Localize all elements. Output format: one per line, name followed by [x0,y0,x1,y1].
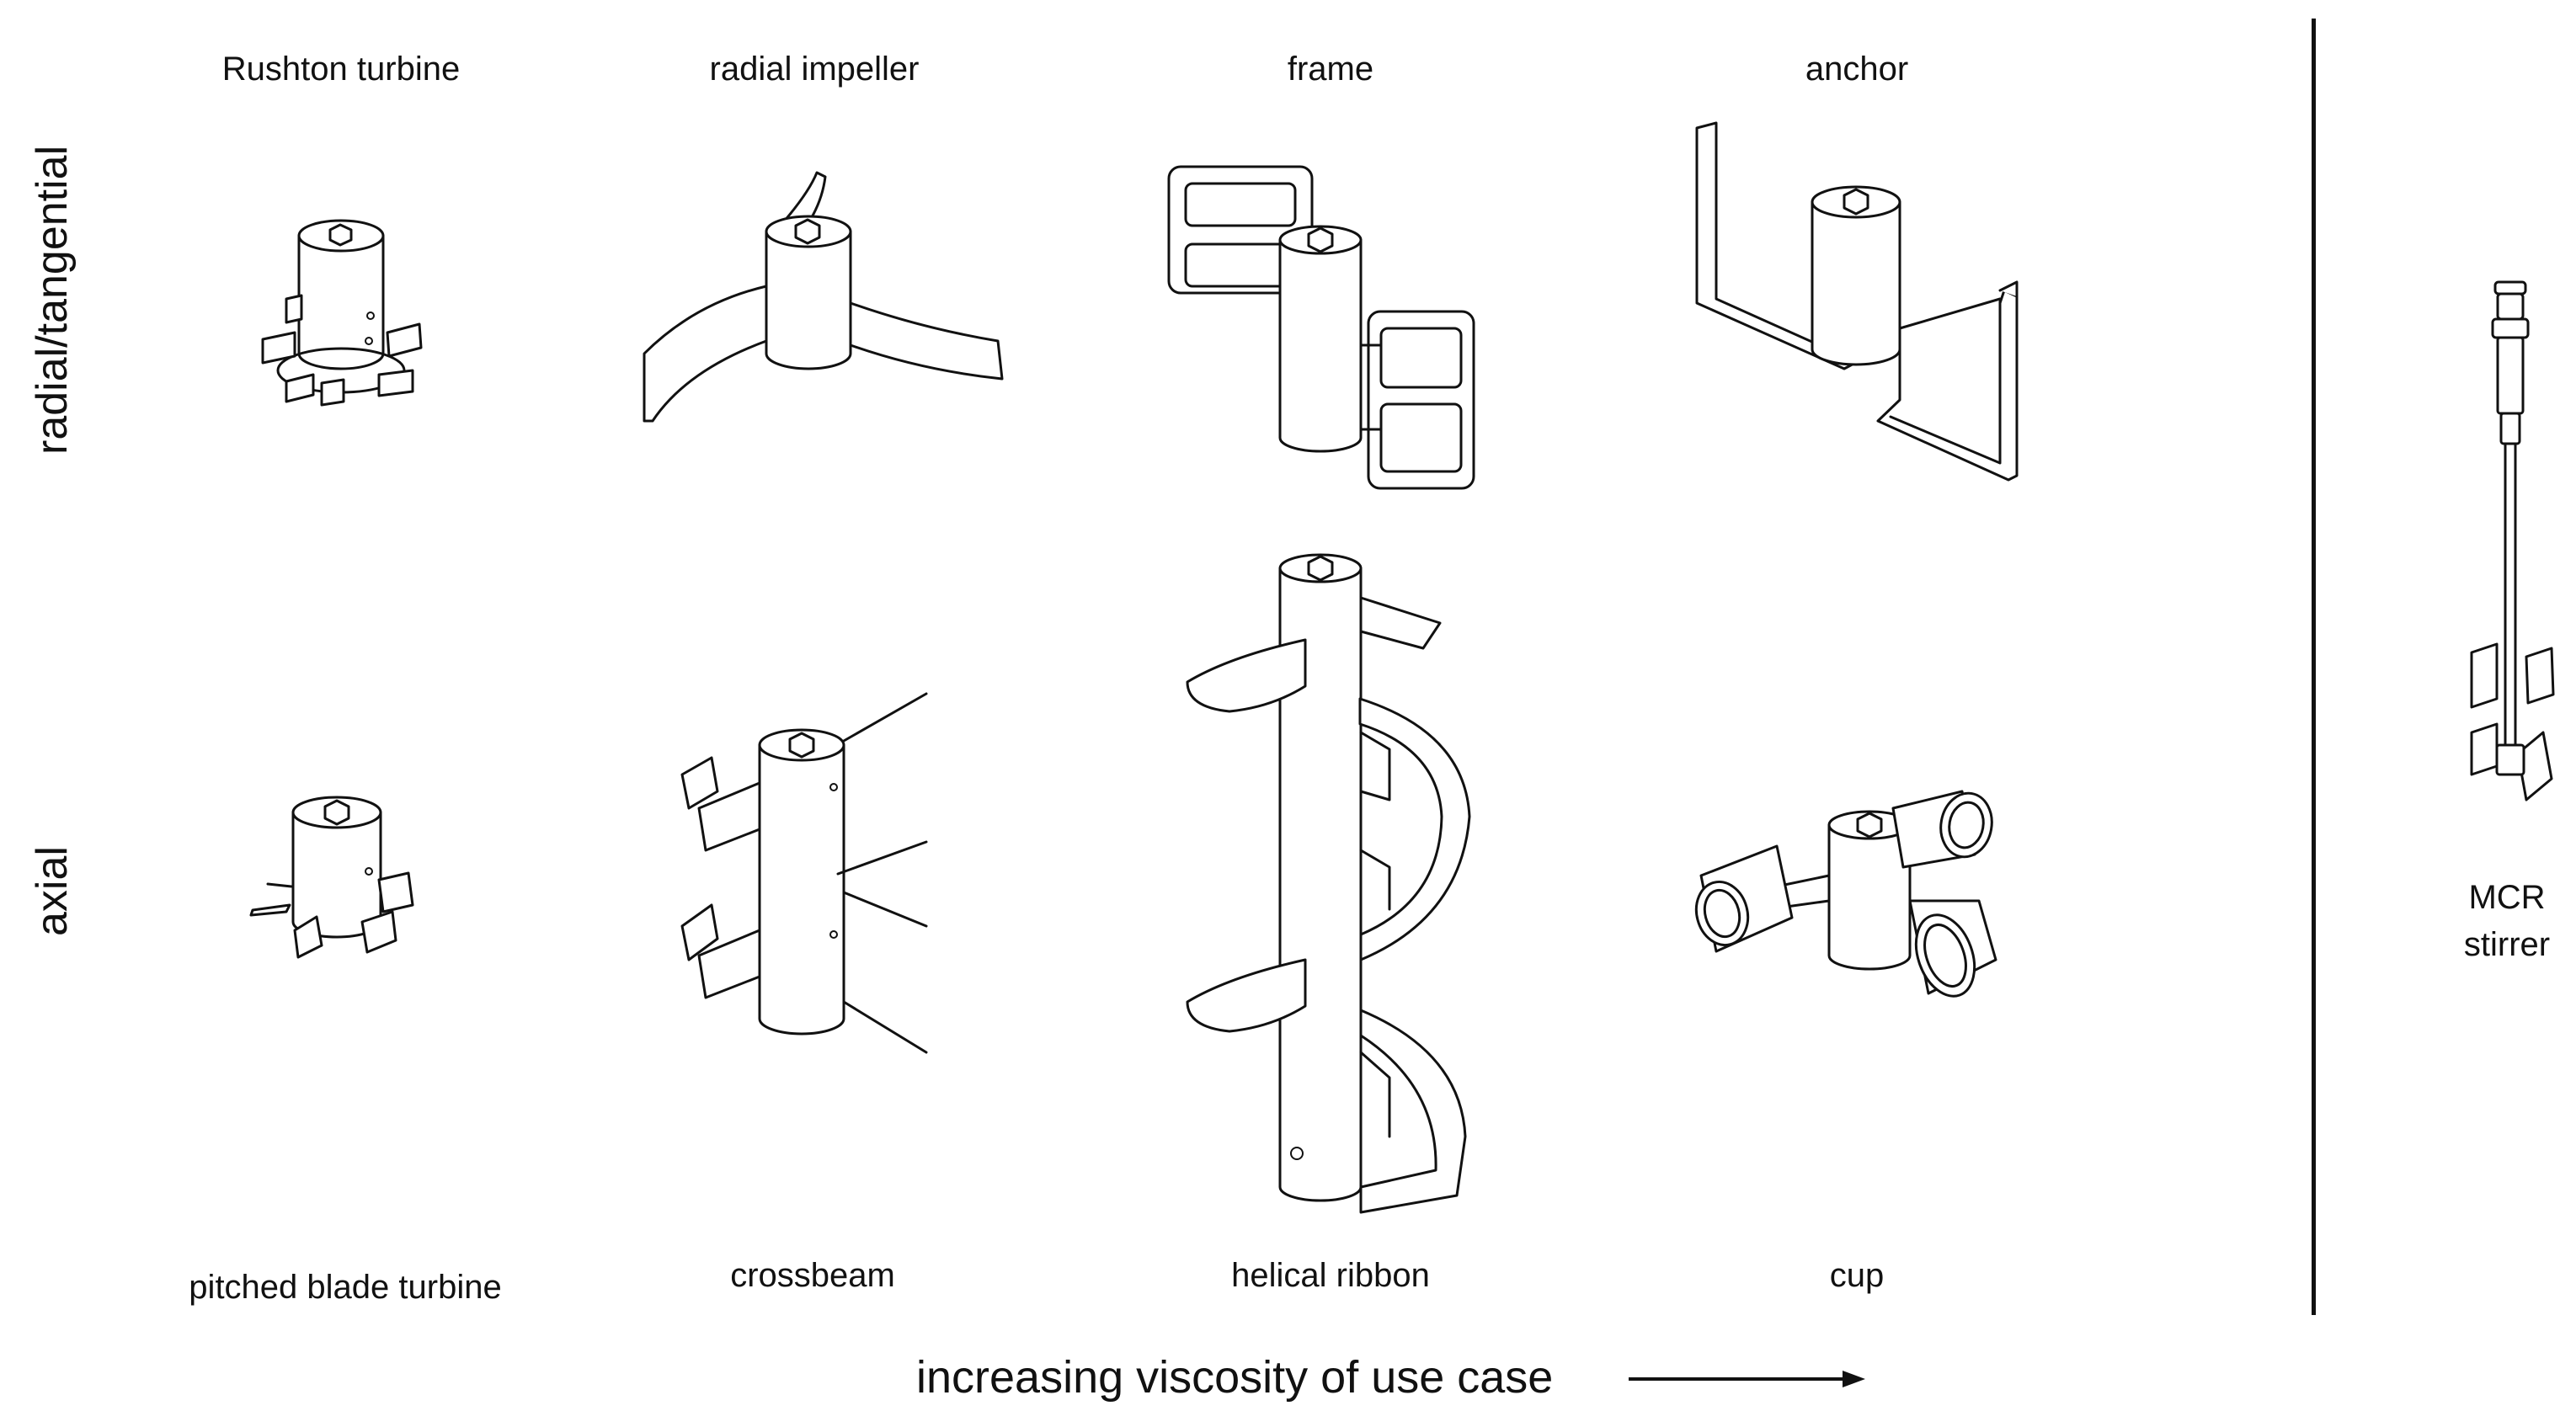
anchor-drawing [1695,121,2019,482]
mcr-line-1: MCR [2468,879,2546,916]
row-label-axial: axial [28,846,77,936]
cup-drawing [1694,790,1997,998]
helical-ribbon-drawing [1186,553,1471,1214]
divider-line [2312,19,2316,1315]
label-mcr-stirrer: MCR stirrer [2464,874,2550,968]
radial-impeller-drawing [643,171,1004,423]
label-radial-impeller: radial impeller [709,51,920,88]
mcr-stirrer-drawing [2470,280,2555,801]
label-frame: frame [1287,51,1374,88]
viscosity-arrow [1629,1371,1865,1387]
mcr-line-2: stirrer [2463,926,2551,963]
row-label-radial-tangential: radial/tangential [28,145,77,455]
label-rushton-turbine: Rushton turbine [221,51,461,88]
label-pitched-blade-turbine: pitched blade turbine [189,1269,502,1306]
label-helical-ribbon: helical ribbon [1231,1257,1430,1294]
label-anchor: anchor [1805,51,1909,88]
label-cup: cup [1829,1257,1885,1294]
frame-drawing [1167,165,1475,490]
viscosity-axis-label: increasing viscosity of use case [916,1352,1554,1403]
crossbeam-drawing [680,692,928,1054]
rushton-turbine-drawing [261,219,423,407]
label-crossbeam: crossbeam [730,1257,895,1294]
pitched-blade-turbine-drawing [249,796,414,959]
